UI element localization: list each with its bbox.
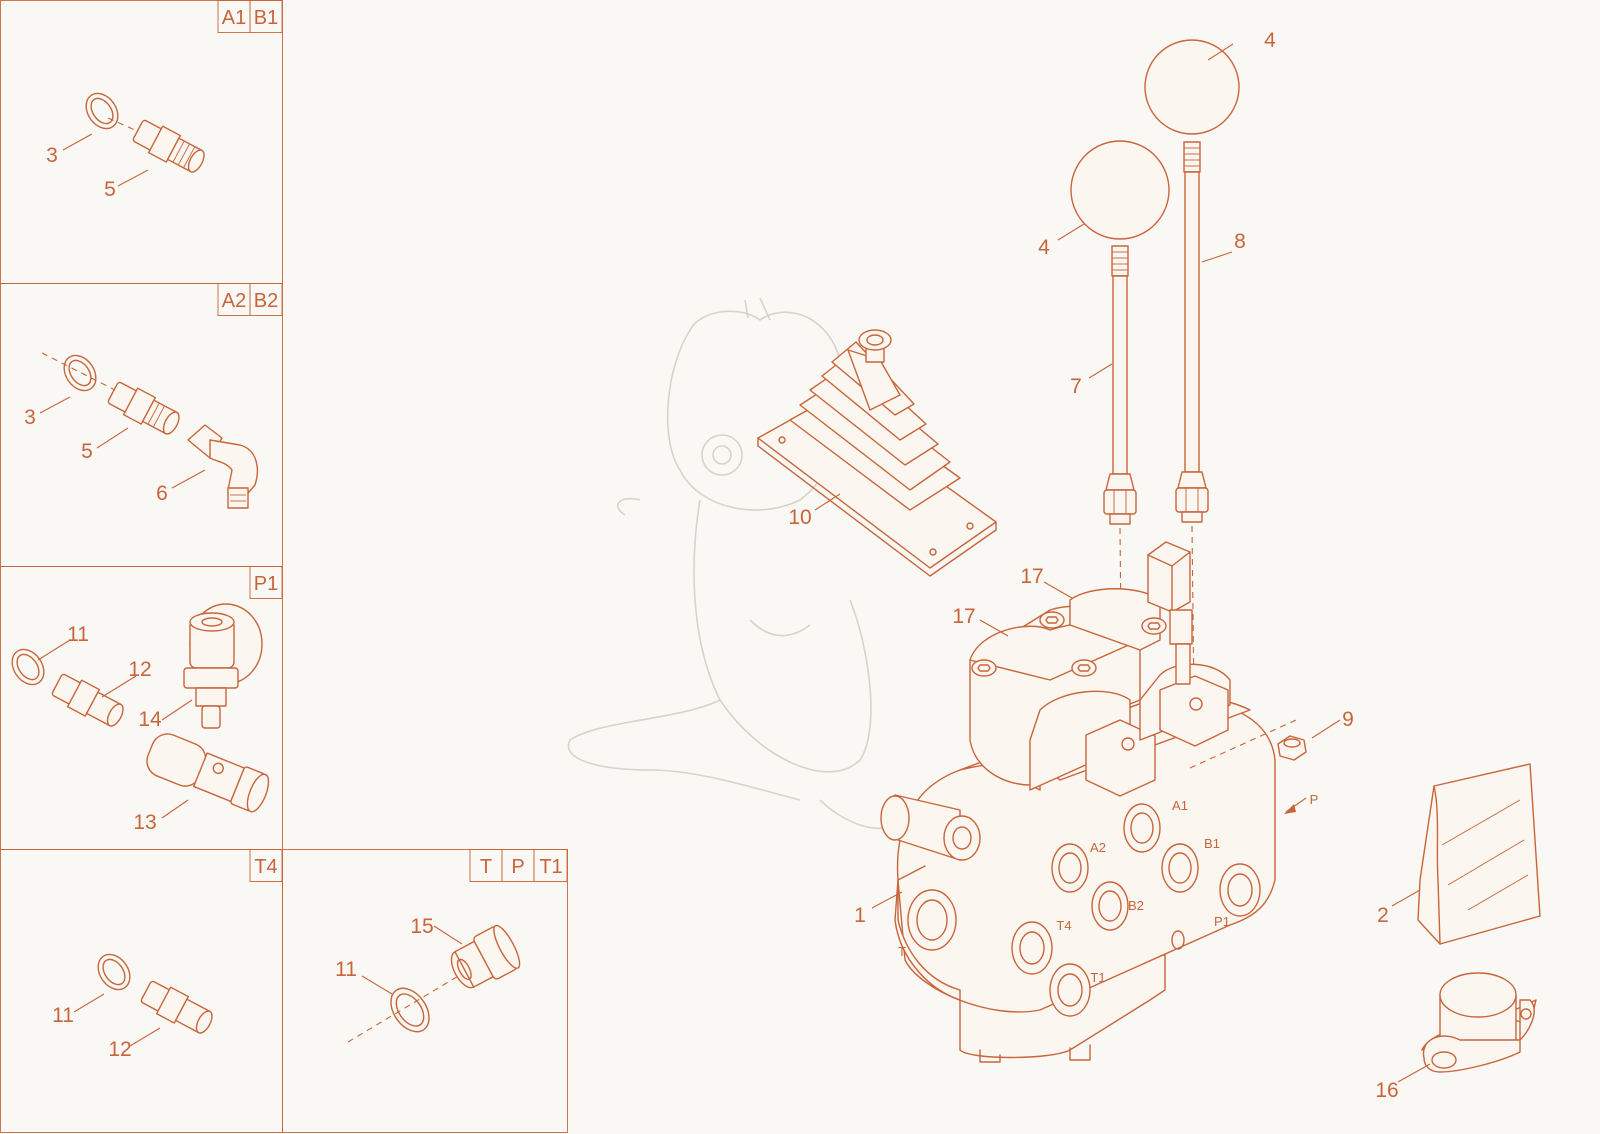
callout: 12 xyxy=(128,658,151,681)
callout: 15 xyxy=(410,915,433,938)
rubber-boot-icon xyxy=(757,329,997,577)
inset-tag: T xyxy=(480,856,492,878)
port-a1-icon xyxy=(1123,803,1161,853)
port-a2-icon xyxy=(1051,843,1089,893)
port-b2-icon xyxy=(1091,881,1129,931)
plug-icon xyxy=(450,924,521,989)
p-inlet-arrow-icon xyxy=(1284,797,1307,814)
callout: 16 xyxy=(1375,1079,1398,1102)
fitting-adapter-icon xyxy=(140,980,213,1034)
port-label: T xyxy=(898,944,906,959)
callout: 9 xyxy=(1342,708,1354,731)
inset-tag: T4 xyxy=(254,856,277,878)
callout: 17 xyxy=(1020,565,1043,588)
port-labels: A1 B1 A2 B2 T4 P1 T1 T P xyxy=(898,792,1318,985)
inset-tpt1: T P T1 15 11 xyxy=(335,849,568,1043)
lever-assembly-left xyxy=(1070,140,1170,525)
port-t-icon xyxy=(907,889,957,951)
knob-left-icon xyxy=(1070,140,1170,240)
test-coupling-icon xyxy=(183,603,263,729)
inset-tag: P1 xyxy=(254,573,278,595)
callout: 11 xyxy=(335,958,357,981)
callout: 5 xyxy=(81,440,93,463)
callout: 6 xyxy=(156,482,168,505)
main-callouts: 4 4 8 7 10 17 17 9 1 2 16 xyxy=(788,29,1431,1102)
callout: 8 xyxy=(1234,230,1246,253)
inset-tag: A1 xyxy=(222,7,246,29)
inset-tag: B2 xyxy=(254,290,278,312)
callout: 4 xyxy=(1264,29,1276,52)
port-t4-icon xyxy=(1011,921,1053,975)
knob-right-icon xyxy=(1144,39,1240,135)
inset-tag: A2 xyxy=(222,290,246,312)
lever-rod-right-icon xyxy=(1184,171,1200,473)
callout: 3 xyxy=(24,406,36,429)
seal-washer-icon xyxy=(85,92,119,130)
inset-tag: B1 xyxy=(254,7,278,29)
inset-p1: P1 11 12 xyxy=(11,566,283,834)
lever-rod-left-icon xyxy=(1112,275,1128,475)
port-label: A2 xyxy=(1090,840,1106,855)
tee-adapter-icon xyxy=(146,733,270,813)
seal-kit-bag-icon xyxy=(1417,763,1541,945)
inset-a1b1: A1 B1 3 5 xyxy=(46,0,283,201)
callout: 10 xyxy=(788,506,811,529)
valve-body-icon xyxy=(880,541,1297,1063)
seal-washer-icon xyxy=(11,648,45,686)
port-label: T4 xyxy=(1056,918,1071,933)
callout: 3 xyxy=(46,144,58,167)
callout: 7 xyxy=(1070,375,1082,398)
seal-washer-icon xyxy=(97,953,131,991)
callout: 1 xyxy=(854,904,866,927)
port-label: P1 xyxy=(1214,914,1230,929)
callout: 2 xyxy=(1377,904,1389,927)
callout: 4 xyxy=(1038,236,1050,259)
seal-washer-icon xyxy=(390,987,430,1033)
elbow-fitting-icon xyxy=(187,424,258,509)
cap-screw-icon xyxy=(1141,617,1167,635)
inset-tag: P xyxy=(511,856,524,878)
inset-frames xyxy=(0,0,568,1133)
port-p1-icon xyxy=(1219,863,1261,917)
lever-assembly-right xyxy=(1144,39,1240,523)
inset-tag: T1 xyxy=(539,856,562,878)
inset-a2b2: A2 B2 3 5 6 xyxy=(24,283,283,509)
port-b1-icon xyxy=(1161,843,1199,893)
cap-screw-icon xyxy=(1071,659,1097,677)
detent-cover-icon xyxy=(1421,972,1537,1073)
hex-nut-icon xyxy=(1277,735,1307,761)
inset-t4: T4 11 12 xyxy=(52,849,283,1061)
cap-screw-icon xyxy=(971,659,997,677)
callout: 5 xyxy=(104,178,116,201)
callout: 12 xyxy=(108,1038,131,1061)
cap-screw-icon xyxy=(1039,611,1065,629)
callout: 13 xyxy=(133,811,156,834)
callout: 11 xyxy=(67,623,89,646)
port-label: A1 xyxy=(1172,798,1188,813)
port-label: T1 xyxy=(1090,970,1105,985)
fitting-adapter-icon xyxy=(51,673,124,727)
port-t1-icon xyxy=(1049,963,1091,1017)
port-label: B1 xyxy=(1204,836,1220,851)
port-label: P xyxy=(1310,792,1319,807)
callout: 11 xyxy=(52,1004,74,1027)
fitting-adapter-icon xyxy=(107,381,180,435)
callout: 17 xyxy=(952,605,975,628)
callout: 14 xyxy=(138,708,162,731)
port-label: B2 xyxy=(1128,898,1144,913)
seal-washer-icon xyxy=(63,354,97,392)
fitting-adapter-icon xyxy=(132,119,205,173)
